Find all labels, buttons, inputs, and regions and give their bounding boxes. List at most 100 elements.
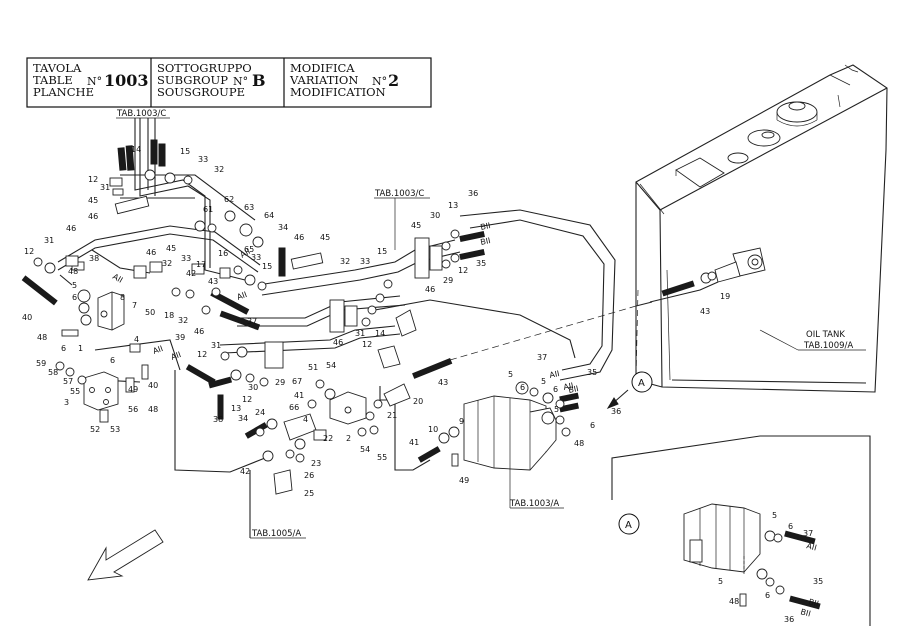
- ref-tab-1003c-mid: TAB.1003/C: [374, 189, 424, 199]
- part-callout-number: 53: [110, 425, 120, 434]
- part-callout-number: 35: [813, 577, 823, 586]
- part-callout-number: 46: [66, 224, 76, 233]
- part-callout-number: 14: [375, 329, 385, 338]
- hose-mark-aii: AII: [805, 541, 817, 552]
- part-callout-number: 24: [255, 408, 265, 417]
- hose-marks: BII BII BII BII BII AII AII AII AII AII …: [111, 221, 820, 619]
- hose-mark-bii: BII: [807, 597, 819, 608]
- part-callout-number: 46: [425, 285, 435, 294]
- direction-arrow: [87, 529, 164, 581]
- hose-mark-aii: AII: [239, 247, 252, 260]
- part-callout-number: 40: [148, 381, 158, 390]
- part-callout-number: 32: [214, 165, 224, 174]
- part-callout-number: 45: [411, 221, 421, 230]
- part-callout-number: 31: [355, 329, 365, 338]
- detail-a-marker-main[interactable]: A: [606, 371, 653, 410]
- pipe-routes: [57, 117, 866, 539]
- part-callout-number: 46: [333, 338, 343, 347]
- part-callout-number: 30: [430, 211, 440, 220]
- part-callout-number: 29: [275, 378, 285, 387]
- part-callout-number: 37: [247, 317, 257, 326]
- part-callout-number: 12: [458, 266, 468, 275]
- part-callout-number: 48: [68, 267, 78, 276]
- part-callout-number: 31: [100, 183, 110, 192]
- part-callout-number: 5: [554, 405, 559, 414]
- part-callout-number: 30: [248, 383, 258, 392]
- part-callout-number: 18: [164, 311, 174, 320]
- part-callout-number: 25: [304, 489, 314, 498]
- part-callout-number: 6: [788, 522, 793, 531]
- hose-mark-aii: AII: [111, 272, 124, 285]
- part-callout-number: 5: [718, 577, 723, 586]
- hose-mark-bii: BII: [799, 607, 811, 618]
- title-table-no-prefix: N°: [87, 75, 102, 88]
- part-callout-number: 22: [323, 434, 333, 443]
- part-callout-number: 49: [459, 476, 469, 485]
- part-callout-number: 34: [278, 223, 288, 232]
- part-callout-number: 15: [377, 247, 387, 256]
- part-callout-number: 15: [262, 262, 272, 271]
- part-callout-number: 41: [294, 391, 304, 400]
- detail-a-label: A: [638, 378, 645, 389]
- part-callout-number: 36: [468, 189, 478, 198]
- part-callout-number: 26: [304, 471, 314, 480]
- part-callout-number: 48: [148, 405, 158, 414]
- part-callout-number: 38: [89, 254, 99, 263]
- part-callout-number: 33: [251, 253, 261, 262]
- title-modification: MODIFICATION: [290, 85, 386, 99]
- hose-mark-bii: BII: [480, 221, 492, 232]
- part-callout-number: 14: [131, 145, 141, 154]
- part-callout-number: 45: [88, 196, 98, 205]
- title-tavola: TAVOLA: [33, 61, 82, 75]
- part-callout-number: 6: [520, 383, 525, 392]
- part-callout-number: 37: [537, 353, 547, 362]
- part-callout-number: 33: [181, 254, 191, 263]
- title-block: TAVOLA TABLE PLANCHE N° 1003 SOTTOGRUPPO…: [26, 57, 432, 108]
- part-callout-number: 46: [146, 248, 156, 257]
- title-subgroup: SUBGROUP: [157, 73, 228, 87]
- part-callout-number: 10: [428, 425, 438, 434]
- part-callout-number: 2: [346, 434, 351, 443]
- part-callout-number: 12: [242, 395, 252, 404]
- hose-mark-bii: BII: [480, 236, 492, 247]
- part-callout-number: 1: [78, 344, 83, 353]
- oil-tank: [635, 64, 888, 393]
- title-subgroup-no-prefix: N°: [233, 75, 248, 88]
- part-callout-number: 33: [198, 155, 208, 164]
- part-callout-number: 63: [244, 203, 254, 212]
- part-callout-number: 33: [360, 257, 370, 266]
- part-callout-number: 64: [264, 211, 274, 220]
- part-callout-number: 42: [240, 467, 250, 476]
- part-callout-number: 56: [128, 405, 138, 414]
- part-callout-number: 46: [294, 233, 304, 242]
- part-callout-number: 43: [438, 378, 448, 387]
- title-table-number: 1003: [104, 71, 149, 90]
- part-callout-number: 54: [326, 361, 336, 370]
- title-modifica: MODIFICA: [290, 61, 355, 75]
- part-callout-number: 6: [72, 293, 77, 302]
- part-callout-number: 17: [196, 260, 206, 269]
- part-callout-number: 62: [224, 195, 234, 204]
- part-callout-number: 45: [166, 244, 176, 253]
- part-callout-number: 4: [303, 415, 308, 424]
- part-callout-number: 21: [387, 411, 397, 420]
- part-callout-number: 54: [360, 445, 370, 454]
- reference-labels: TAB.1003/C TAB.1003/C TAB.1003/A TAB.100…: [116, 109, 853, 539]
- part-callout-number: 6: [590, 421, 595, 430]
- part-callout-number: 6: [765, 591, 770, 600]
- title-subgroup-letter: B: [252, 71, 266, 90]
- part-callout-number: 46: [194, 327, 204, 336]
- part-callout-number: 5: [72, 281, 77, 290]
- part-callout-number: 32: [340, 257, 350, 266]
- part-callout-number: 66: [289, 403, 299, 412]
- part-callout-number: 13: [231, 404, 241, 413]
- title-table: TABLE: [33, 73, 73, 87]
- part-callout-number: 5: [541, 377, 546, 386]
- part-callout-number: 5: [508, 370, 513, 379]
- part-callout-number: 46: [88, 212, 98, 221]
- part-callout-number: 43: [208, 277, 218, 286]
- part-callout-number: 38: [213, 415, 223, 424]
- part-callout-number: 42: [186, 269, 196, 278]
- part-callout-number: 15: [180, 147, 190, 156]
